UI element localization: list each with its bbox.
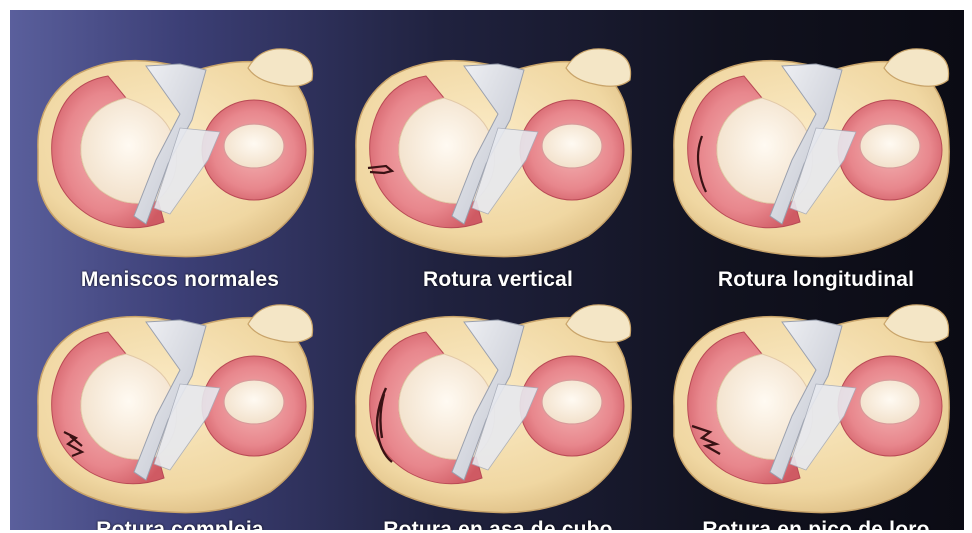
panel-caption: Rotura longitudinal bbox=[666, 268, 964, 292]
panel-normal-menisci: Meniscos normales bbox=[30, 40, 330, 295]
knee-illustration-bucket-handle-tear bbox=[348, 296, 648, 516]
panel-caption: Rotura compleja bbox=[30, 518, 330, 530]
panel-caption: Rotura en asa de cubo bbox=[348, 518, 648, 530]
panel-caption: Rotura vertical bbox=[348, 268, 648, 292]
panel-parrot-beak-tear: Rotura en pico de loro bbox=[666, 296, 964, 530]
knee-illustration-complex-tear bbox=[30, 296, 330, 516]
panel-complex-tear: Rotura compleja bbox=[30, 296, 330, 530]
knee-illustration-vertical-tear bbox=[348, 40, 648, 260]
panel-vertical-tear: Rotura vertical bbox=[348, 40, 648, 295]
panel-caption: Rotura en pico de loro bbox=[666, 518, 964, 530]
knee-illustration-longitudinal-tear bbox=[666, 40, 964, 260]
panel-caption: Meniscos normales bbox=[30, 268, 330, 292]
knee-illustration-parrot-beak-tear bbox=[666, 296, 964, 516]
panel-bucket-handle-tear: Rotura en asa de cubo bbox=[348, 296, 648, 530]
meniscus-tears-figure: Meniscos normales Rotura vertical Rotura… bbox=[10, 10, 964, 530]
knee-illustration-normal bbox=[30, 40, 330, 260]
panel-longitudinal-tear: Rotura longitudinal bbox=[666, 40, 964, 295]
